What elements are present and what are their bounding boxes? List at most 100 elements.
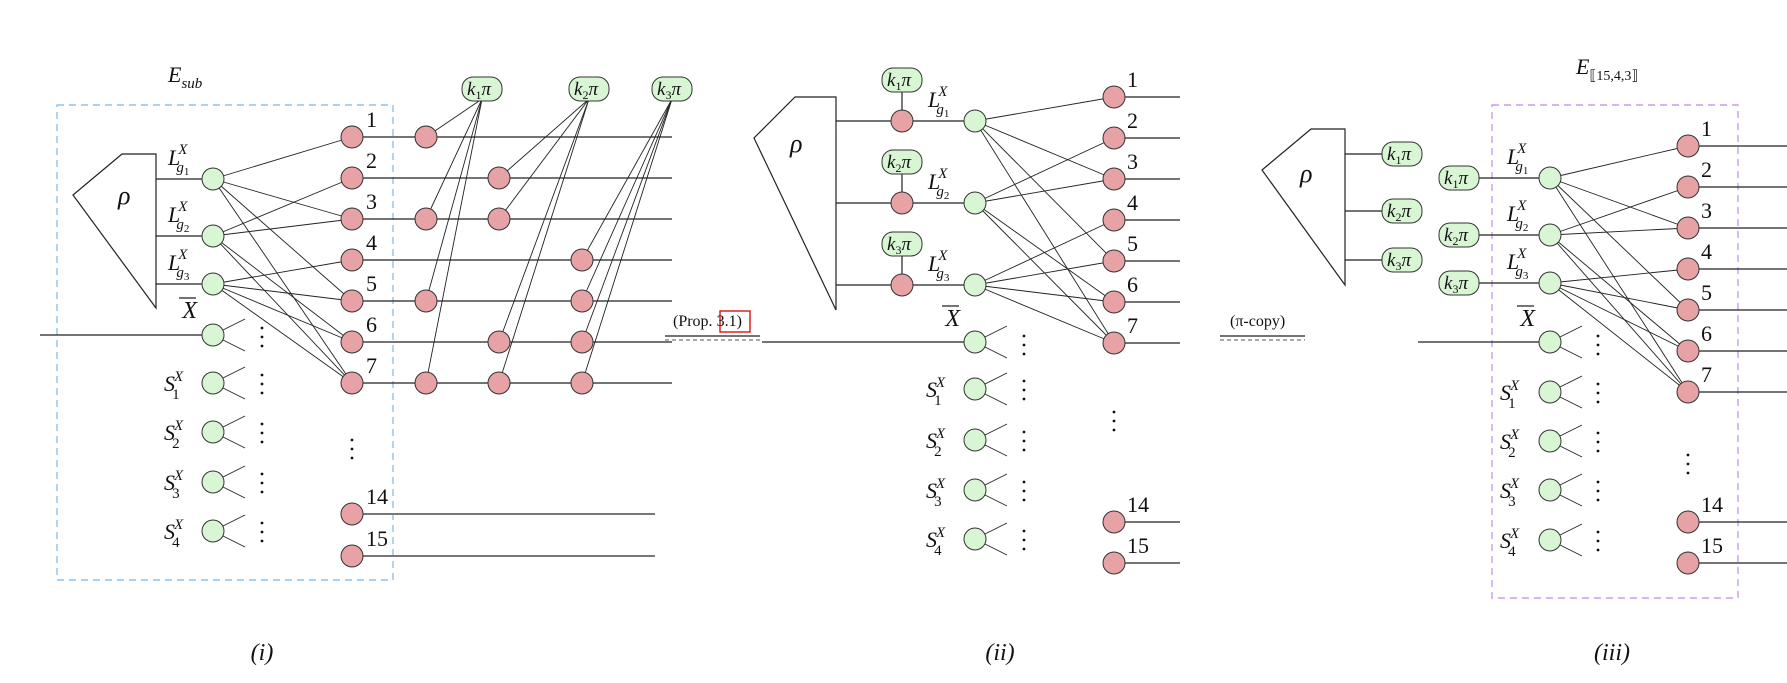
qubit-node-14 xyxy=(1676,510,1700,534)
qubit-label: 6 xyxy=(366,312,377,337)
stabilizer-node xyxy=(201,420,225,444)
phase-spider xyxy=(487,166,511,190)
phase-k: k xyxy=(1444,225,1453,246)
logical-sub-index: 1 xyxy=(184,166,190,178)
phase-spider xyxy=(570,248,594,272)
cnot-edge xyxy=(212,235,353,343)
ellipsis-dot xyxy=(1022,498,1026,502)
qubit-ellipsis xyxy=(1112,419,1116,423)
ellipsis-dot xyxy=(260,521,264,525)
phase-edge xyxy=(581,98,673,261)
phase-pi: π xyxy=(1401,201,1411,222)
phase-k: k xyxy=(657,79,666,100)
qubit-ellipsis xyxy=(1112,410,1116,414)
ellipsis-dot xyxy=(1022,529,1026,533)
phase-label: k3π xyxy=(657,79,681,102)
qubit-ellipsis xyxy=(350,456,354,460)
ellipsis-dot xyxy=(1596,343,1600,347)
cnot-edge xyxy=(212,283,353,302)
branch-wire xyxy=(222,486,246,499)
logical-sup: X xyxy=(937,166,948,182)
box-label-E: E xyxy=(1575,54,1590,79)
phase-spider xyxy=(487,207,511,231)
stab-sub: 4 xyxy=(1508,544,1516,560)
branch-wire xyxy=(1559,523,1583,536)
phase-node-k3 xyxy=(651,76,693,102)
logical-sub-index: 3 xyxy=(1523,270,1529,282)
qubit-node-7 xyxy=(340,371,364,395)
ellipsis-dot xyxy=(260,391,264,395)
qubit-node-7 xyxy=(1102,331,1126,355)
phase-spider xyxy=(414,289,438,313)
stab-sup: X xyxy=(935,426,946,442)
logical-sub: g xyxy=(936,184,944,200)
phase-pi: π xyxy=(901,234,911,255)
qubit-label: 7 xyxy=(1701,362,1712,387)
stab-S: S xyxy=(164,519,175,544)
stab-S: S xyxy=(1500,478,1511,503)
phase-spider xyxy=(570,371,594,395)
qubit-node-6 xyxy=(1102,290,1126,314)
logical-sup: X xyxy=(177,247,188,263)
phase-index: 3 xyxy=(665,88,671,102)
phase-k: k xyxy=(1444,168,1453,189)
phase-node-k1 xyxy=(881,67,923,93)
phase-k: k xyxy=(574,79,583,100)
logical-sub: g xyxy=(1515,264,1523,280)
logical-L: L xyxy=(167,250,180,275)
stab-sub: 1 xyxy=(934,393,942,409)
qubit-node-14 xyxy=(340,502,364,526)
qubit-node-5 xyxy=(1102,249,1126,273)
phase-edge xyxy=(581,98,673,384)
ellipsis-dot xyxy=(1022,352,1026,356)
ellipsis-dot xyxy=(260,373,264,377)
logical-L: L xyxy=(1506,144,1519,169)
qubit-ellipsis xyxy=(1112,428,1116,432)
stab-sup: X xyxy=(935,476,946,492)
branch-wire xyxy=(222,387,246,400)
xbar-node xyxy=(201,323,225,347)
box-label: E⟦15,4,3⟧ xyxy=(1575,54,1638,84)
ellipsis-dot xyxy=(260,481,264,485)
stab-sub: 2 xyxy=(1508,445,1516,461)
qubit-node-6 xyxy=(340,330,364,354)
phase-edge xyxy=(498,98,590,343)
phase-pi: π xyxy=(588,79,598,100)
ellipsis-dot xyxy=(1596,440,1600,444)
xbar-label: X xyxy=(181,298,198,324)
phase-label: k3π xyxy=(1387,250,1411,273)
phase-spider xyxy=(487,330,511,354)
phase-node-out-k1 xyxy=(1381,141,1423,167)
phase-spider xyxy=(414,125,438,149)
qubit-label: 3 xyxy=(366,189,377,214)
logical-L: L xyxy=(1506,201,1519,226)
phase-label: k1π xyxy=(887,70,911,93)
phase-label: k1π xyxy=(1444,168,1468,191)
ellipsis-dot xyxy=(1596,352,1600,356)
qubit-node-7 xyxy=(1676,380,1700,404)
phase-label: k1π xyxy=(1387,144,1411,167)
stabilizer-node xyxy=(1538,478,1562,502)
ellipsis-dot xyxy=(260,530,264,534)
logical-sub-index: 2 xyxy=(944,190,950,202)
branch-wire xyxy=(222,415,246,428)
qubit-label: 1 xyxy=(1127,67,1138,92)
stab-sup: X xyxy=(1509,378,1520,394)
stab-sub: 2 xyxy=(172,436,180,452)
qubit-ellipsis xyxy=(350,438,354,442)
rho-label: ρ xyxy=(1299,159,1312,188)
logical-node-g2 xyxy=(201,224,225,248)
cnot-edge xyxy=(1549,227,1689,236)
qubit-node-4 xyxy=(1676,257,1700,281)
stabilizer-node xyxy=(963,428,987,452)
qubit-node-4 xyxy=(340,248,364,272)
stab-sub: 3 xyxy=(934,494,942,510)
